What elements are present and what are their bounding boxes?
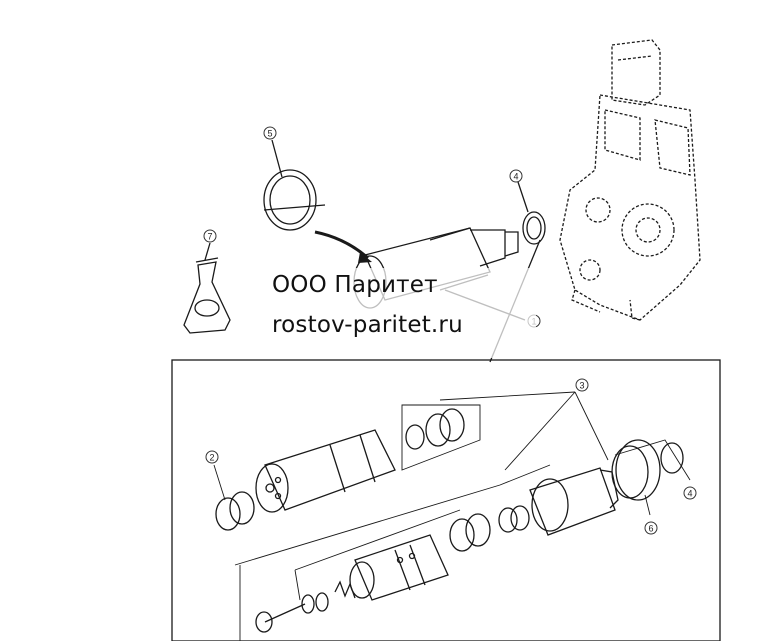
callout-5: 5 — [263, 126, 277, 140]
svg-text:4: 4 — [687, 489, 692, 499]
seal-kit-bag — [183, 257, 231, 334]
callout-4-bottom: 4 — [683, 486, 697, 500]
svg-text:5: 5 — [267, 129, 272, 139]
detail-frame — [171, 359, 721, 641]
o-rings-middle — [449, 505, 530, 552]
svg-text:6: 6 — [648, 524, 653, 534]
valve-body — [529, 467, 619, 536]
watermark-backdrop — [244, 268, 536, 358]
callout-3: 3 — [575, 378, 589, 392]
pin-and-washers — [255, 592, 329, 633]
callout-6: 6 — [644, 521, 658, 535]
watermark-website: rostov-paritet.ru — [272, 312, 463, 338]
spool — [349, 534, 449, 601]
callout-2: 2 — [205, 450, 219, 464]
svg-text:7: 7 — [207, 232, 212, 242]
o-ring-4-bottom — [660, 442, 684, 474]
watermark-company-name: ООО Паритет — [272, 272, 438, 298]
svg-text:2: 2 — [209, 453, 214, 463]
svg-text:3: 3 — [579, 381, 584, 391]
callout-7: 7 — [203, 229, 217, 243]
assembly-arrow — [314, 230, 369, 260]
valve-housing — [559, 39, 701, 321]
spring — [334, 580, 356, 599]
callout-4-top: 4 — [509, 169, 523, 183]
o-rings-upper — [405, 408, 465, 450]
o-rings-2 — [215, 491, 255, 531]
retaining-ring — [263, 169, 326, 231]
sleeve — [255, 429, 396, 513]
svg-text:4: 4 — [513, 172, 518, 182]
nut-6 — [611, 439, 661, 501]
o-ring-4-top — [522, 211, 546, 245]
